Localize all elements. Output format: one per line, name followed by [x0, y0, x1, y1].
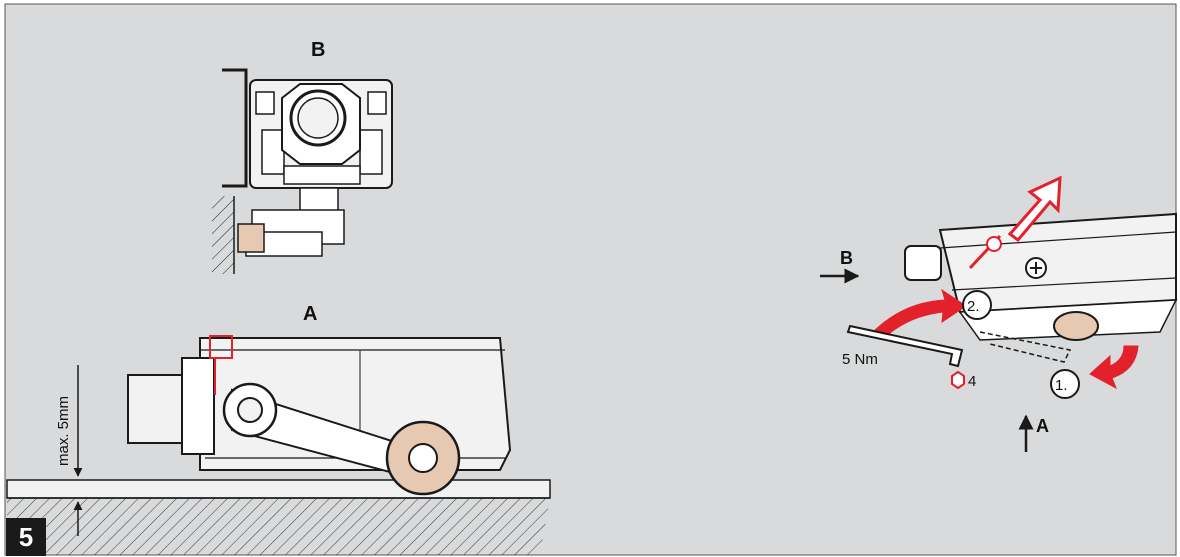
view-b-label: B — [311, 39, 325, 61]
step-2-label: 2. — [967, 298, 980, 315]
arrow-b-label: B — [840, 248, 853, 268]
step-2-marker — [962, 290, 992, 320]
arrow-a-label: A — [1036, 416, 1049, 436]
step-1-marker — [1050, 369, 1080, 399]
torque-label: 5 Nm — [842, 351, 878, 368]
view-a-label: A — [303, 303, 317, 325]
perspective-view: B 5 Nm 4 2. 1. — [820, 175, 1178, 452]
max-gap-label: max. 5mm — [55, 396, 72, 466]
view-a-detail: A max. 5mm — [6, 303, 551, 555]
step-number-badge: 5 — [6, 518, 46, 556]
step-1-label: 1. — [1055, 377, 1068, 394]
view-b-detail: B — [212, 39, 393, 274]
hex-size-label: 4 — [968, 373, 976, 390]
